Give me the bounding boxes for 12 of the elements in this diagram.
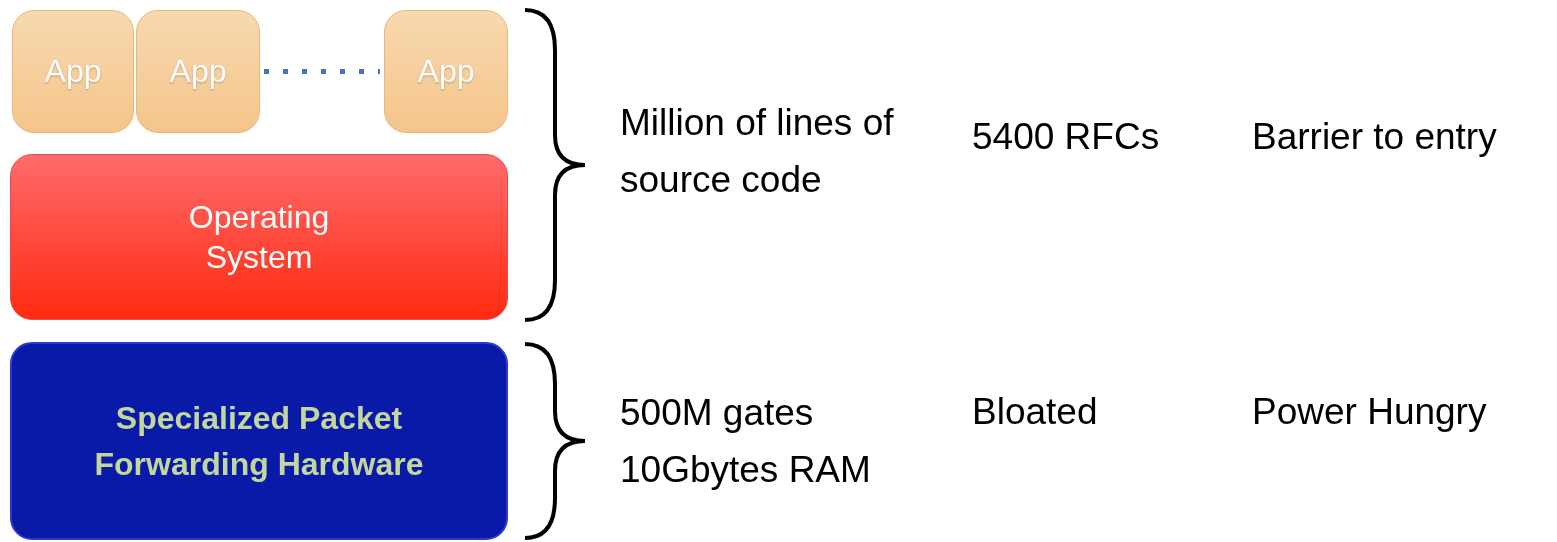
app-box: App [12,10,134,133]
app-box: App [136,10,260,133]
annotation-text: 500M gates 10Gbytes RAM [620,391,872,493]
app-box: App [384,10,508,133]
annotation-text: Million of lines of source code [620,101,895,203]
annotation-text: Bloated [972,390,1098,434]
annotation-text: 5400 RFCs [972,115,1160,159]
annotation-text: Barrier to entry [1252,115,1497,159]
dotted-connector [264,69,380,74]
annotation-text: Power Hungry [1252,390,1487,434]
layer-box: Operating System [10,154,508,320]
layer-box: Specialized Packet Forwarding Hardware [10,342,508,540]
